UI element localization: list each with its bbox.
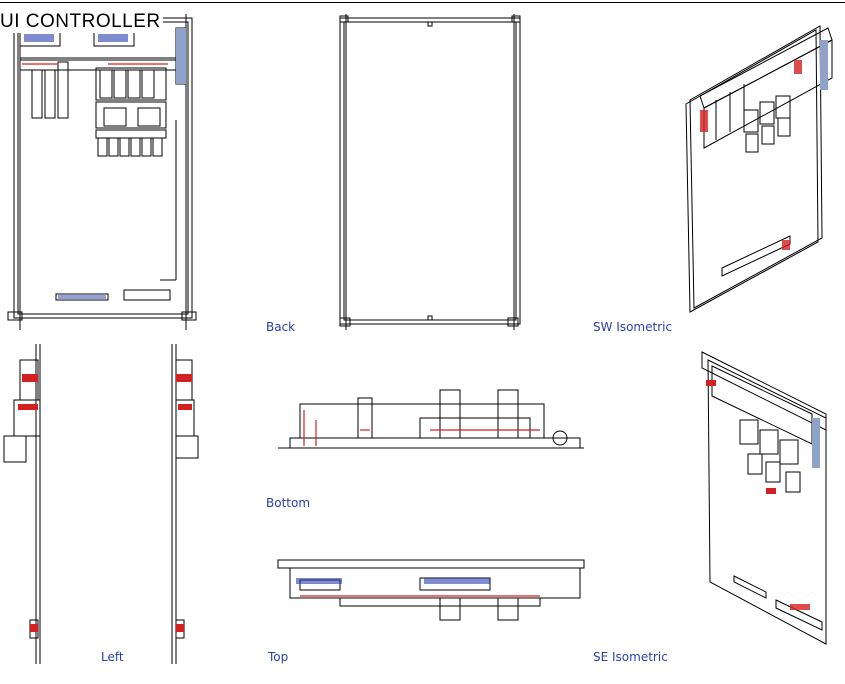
se-isometric-label: SE Isometric [593, 650, 668, 664]
sheet-border-top [0, 2, 845, 3]
back-view-label: Back [266, 320, 296, 334]
top-view-label: Top [268, 650, 289, 664]
bottom-view-label: Bottom [266, 496, 311, 510]
sw-isometric-label: SW Isometric [593, 320, 673, 334]
drawing-title: UI CONTROLLER [0, 11, 163, 33]
left-view-label: Left [101, 650, 124, 664]
